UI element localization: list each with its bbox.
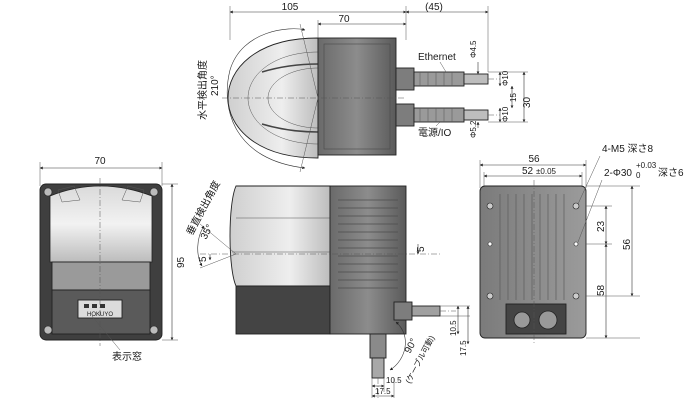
- hole-tol-lower: 0: [636, 171, 641, 180]
- dim-front-95: 95: [176, 256, 187, 268]
- dim-rear-58: 58: [596, 284, 607, 296]
- dim-phi-10-a: Φ10: [501, 70, 510, 86]
- dim-side-17-5-bottom: 17.5: [375, 387, 391, 396]
- tap-hole-icon: [572, 292, 580, 300]
- dim-rear-23: 23: [596, 220, 607, 232]
- dim-top-45: (45): [425, 2, 443, 13]
- pin-hole-icon: [573, 241, 579, 247]
- screw-icon: [43, 187, 53, 197]
- tap-hole-icon: [486, 292, 494, 300]
- front-view: 70 HOKUYO 95 表示窓: [39, 156, 187, 363]
- rear-view-body: [479, 185, 587, 339]
- dim-top-105: 105: [282, 2, 299, 13]
- hole-tol-upper: +0.03: [636, 161, 657, 170]
- hole-depth: 深さ6: [658, 167, 684, 179]
- horizontal-angle-value: 210°: [210, 75, 221, 96]
- screw-icon: [43, 325, 53, 335]
- dim-15: 15: [509, 93, 518, 102]
- dim-side-5-left: 5: [198, 256, 209, 262]
- dim-rear-56-side: 56: [622, 238, 633, 250]
- screw-icon: [149, 325, 159, 335]
- connector-port-icon: [538, 310, 558, 330]
- pin-hole-icon: [487, 241, 493, 247]
- tap-hole-icon: [486, 202, 494, 210]
- front-view-window: [49, 185, 153, 263]
- dim-phi-4-5: Φ4.5: [469, 40, 478, 58]
- horizontal-angle-label: 水平検出角度: [196, 60, 209, 120]
- tap-hole-icon: [572, 202, 580, 210]
- power-io-label: 電源/IO: [418, 126, 452, 139]
- display-window-label: 表示窓: [112, 350, 142, 363]
- dim-front-70: 70: [94, 156, 106, 167]
- side-view: 垂直検出角度 35° 5 5 10.5 17.5 90° (ケーブル可動) 10…: [183, 178, 470, 398]
- tap-label: 4-M5 深さ8: [602, 143, 654, 155]
- dim-rear-52-tol: ±0.05: [536, 167, 557, 176]
- side-view-dome: [229, 185, 331, 287]
- top-view-body: [317, 37, 397, 156]
- dim-rear-52: 52: [522, 166, 534, 177]
- ethernet-label: Ethernet: [418, 52, 456, 63]
- hole-label: 2-Φ30: [604, 168, 632, 179]
- top-view-dome: [227, 37, 319, 159]
- vertical-angle-value: 35°: [199, 223, 216, 242]
- power-connector: [413, 107, 465, 123]
- dim-side-5-right: 5: [416, 246, 427, 252]
- side-view-body: [329, 185, 407, 335]
- rear-view: 56 52 ±0.05 4-M5 深さ8 2-Φ30 +0.03 0 深さ6: [479, 143, 684, 344]
- dim-30: 30: [522, 96, 533, 108]
- dim-side-10-5-bottom: 10.5: [386, 376, 402, 385]
- dim-side-17-5-right: 17.5: [459, 340, 468, 356]
- dim-side-10-5-right: 10.5: [449, 320, 458, 336]
- connector-port-icon: [513, 311, 531, 329]
- dim-phi-5-2: Φ5.2: [469, 120, 478, 138]
- dim-rear-56-top: 56: [528, 154, 540, 165]
- ethernet-connector: [413, 71, 465, 87]
- dim-phi-10-b: Φ10: [501, 106, 510, 122]
- screw-icon: [149, 187, 159, 197]
- top-view: 105 70 (45) 水平検出角度 210° Ethernet 電源/IO Φ…: [196, 2, 533, 173]
- dim-top-70: 70: [338, 14, 350, 25]
